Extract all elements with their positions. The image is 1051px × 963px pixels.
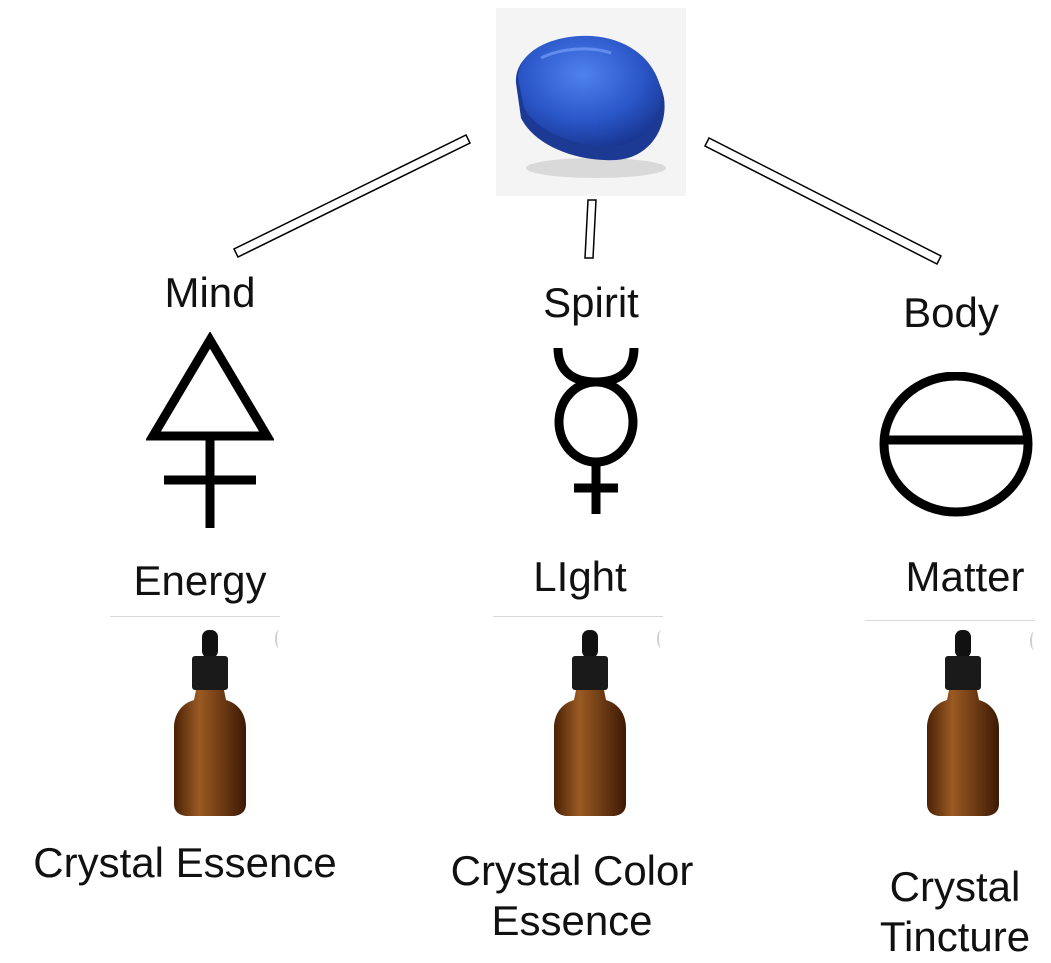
artifact-mark-mind bbox=[275, 630, 283, 648]
connector-lines bbox=[0, 0, 1051, 300]
connector-spirit bbox=[585, 200, 596, 258]
divider-mind bbox=[110, 616, 280, 617]
product-label-spirit: Crystal Color Essence bbox=[451, 846, 694, 947]
divider-spirit bbox=[493, 616, 663, 617]
quality-label-light: LIght bbox=[533, 556, 626, 598]
dropper-bottle-image-spirit bbox=[550, 628, 630, 818]
aspect-label-mind: Mind bbox=[164, 272, 255, 314]
salt-circle-icon bbox=[878, 372, 1038, 522]
quality-label-energy: Energy bbox=[133, 560, 266, 602]
aspect-label-body: Body bbox=[903, 292, 999, 334]
artifact-mark-spirit bbox=[657, 630, 665, 648]
product-label-body: Crystal Tincture bbox=[880, 862, 1030, 963]
product-label-mind: Crystal Essence bbox=[33, 838, 336, 888]
dropper-bottle-image-mind bbox=[170, 628, 250, 818]
aspect-label-spirit: Spirit bbox=[543, 282, 639, 324]
quality-label-matter: Matter bbox=[905, 556, 1024, 598]
sulfur-triangle-icon bbox=[146, 332, 274, 530]
connector-mind bbox=[234, 135, 470, 257]
divider-body bbox=[865, 620, 1035, 621]
artifact-mark-body bbox=[1030, 632, 1038, 650]
mercury-icon bbox=[536, 342, 656, 518]
dropper-bottle-image-body bbox=[923, 628, 1003, 818]
connector-body bbox=[705, 138, 941, 264]
